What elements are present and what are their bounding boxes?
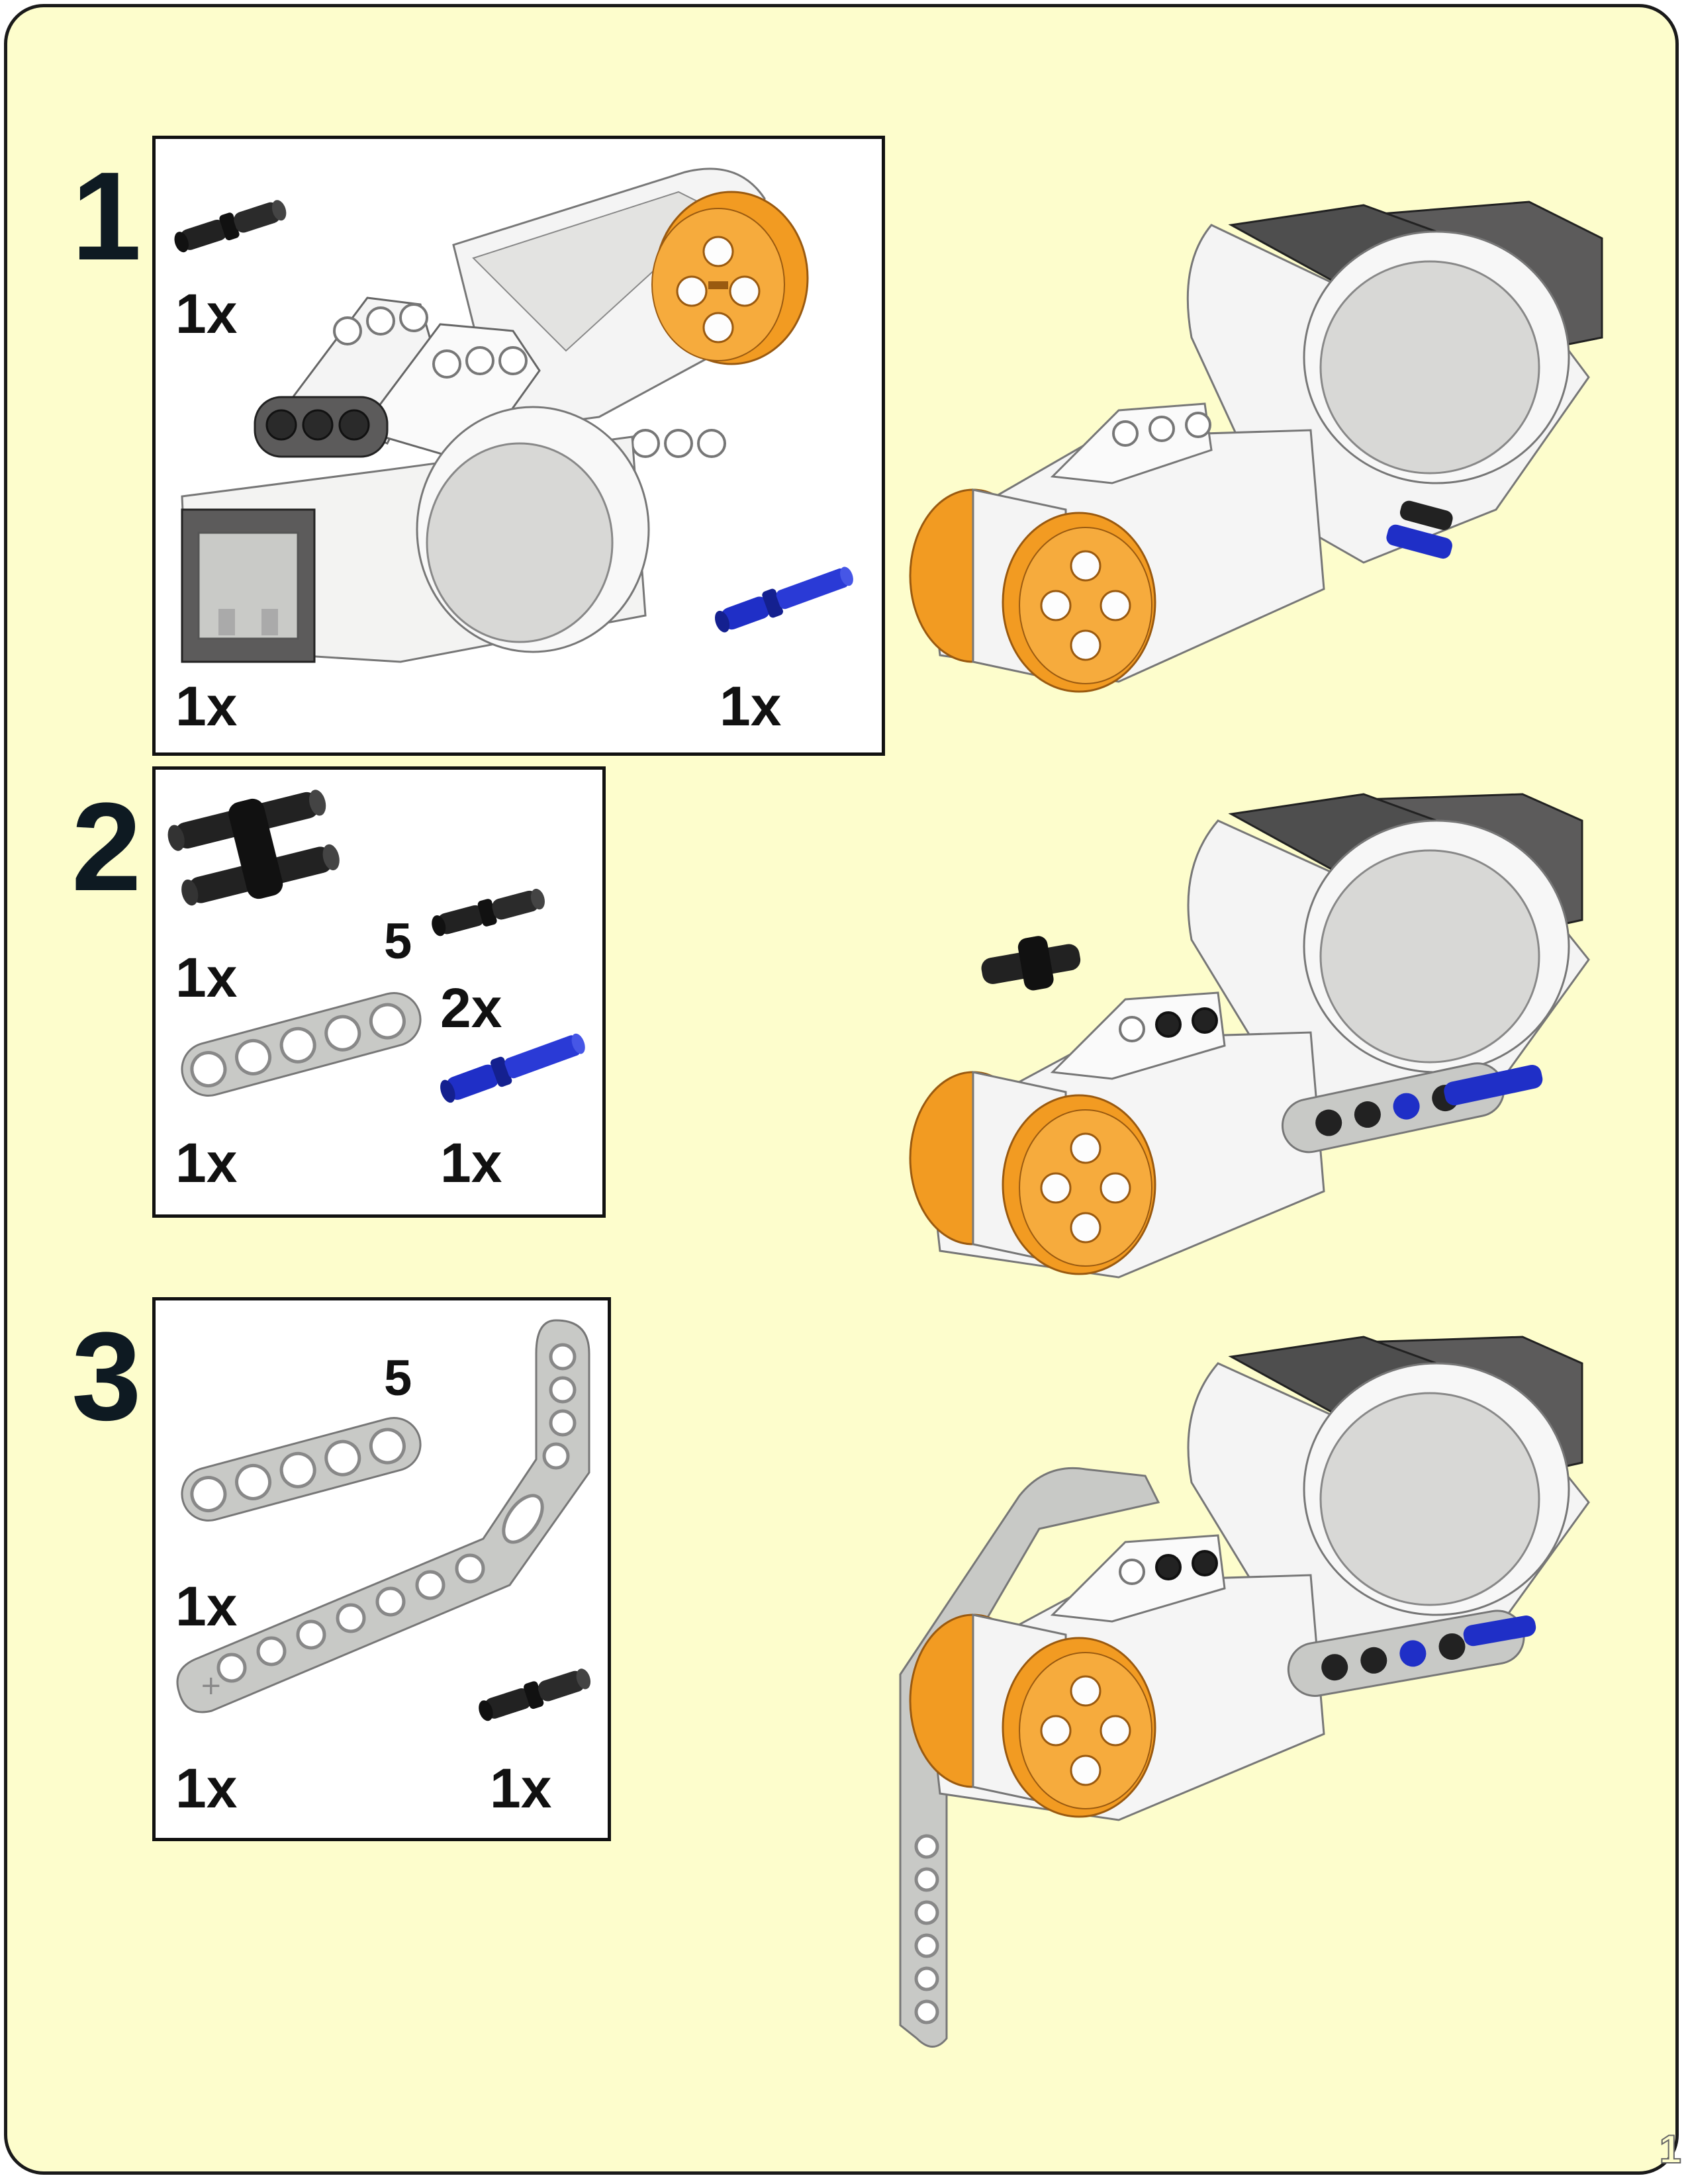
step-number-2: 2 <box>71 777 142 917</box>
part-qty: 2x <box>440 977 502 1039</box>
part-qty: 1x <box>440 1132 502 1194</box>
part-qty: 1x <box>720 675 782 737</box>
part-qty: 1x <box>175 946 238 1009</box>
bent-beam-icon: + <box>176 1319 590 1713</box>
beam-size-label: 5 <box>384 1350 412 1406</box>
part-qty: 1x <box>490 1757 552 1819</box>
beam-5-icon <box>181 991 422 1097</box>
double-pin-connector-icon <box>167 790 340 906</box>
black-pin-icon <box>174 200 287 253</box>
svg-text:+: + <box>200 1670 222 1701</box>
step-1-assembly <box>909 201 1603 693</box>
step-2-assembly <box>909 793 1590 1279</box>
step-number-3: 3 <box>71 1306 142 1447</box>
parts-callout-step-3: 5 1x + 1x <box>152 1297 611 1841</box>
nxt-motor-icon <box>181 167 809 663</box>
parts-callout-step-1: 1x <box>152 136 885 756</box>
blue-axle-pin-icon <box>440 1033 585 1103</box>
part-qty: 1x <box>175 675 238 737</box>
part-qty: 1x <box>175 1132 238 1194</box>
page-number: 1 <box>1659 2126 1682 2172</box>
part-qty: 1x <box>175 283 238 345</box>
step-number-1: 1 <box>71 146 142 287</box>
part-qty: 1x <box>175 1757 238 1819</box>
black-pin-icon <box>432 888 545 936</box>
beam-size-label: 5 <box>384 913 412 970</box>
part-qty: 1x <box>175 1575 238 1637</box>
beam-5-icon <box>181 1416 422 1522</box>
parts-callout-step-2: 1x 5 2x 1x 1x <box>152 766 606 1218</box>
black-pin-icon <box>479 1668 591 1721</box>
step-3-assembly <box>899 1336 1590 2048</box>
blue-axle-pin-icon <box>714 567 853 633</box>
